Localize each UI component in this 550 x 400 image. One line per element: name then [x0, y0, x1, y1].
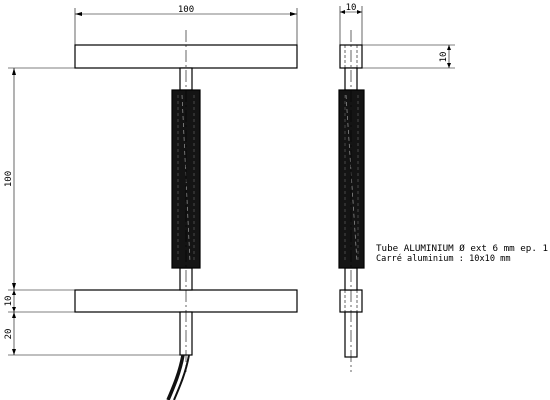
front-bar-thickness-dimension: 10 — [4, 296, 14, 307]
front-cable — [166, 354, 185, 400]
front-height-dimension: 100 — [4, 171, 14, 187]
side-view — [338, 30, 365, 372]
note-tube-material: Tube ALUMINIUM Ø ext 6 mm ep. 1 — [376, 243, 548, 254]
front-tail-dimension: 20 — [4, 329, 14, 340]
note-square-material: Carré aluminium : 10x10 mm — [376, 253, 511, 264]
side-dimensions — [339, 6, 455, 69]
front-dimensions — [8, 8, 298, 356]
side-width-dimension: 10 — [346, 3, 357, 13]
side-height-dimension: 10 — [439, 52, 449, 63]
front-width-dimension: 100 — [178, 5, 194, 15]
front-view — [74, 30, 298, 400]
front-cable — [173, 354, 190, 400]
